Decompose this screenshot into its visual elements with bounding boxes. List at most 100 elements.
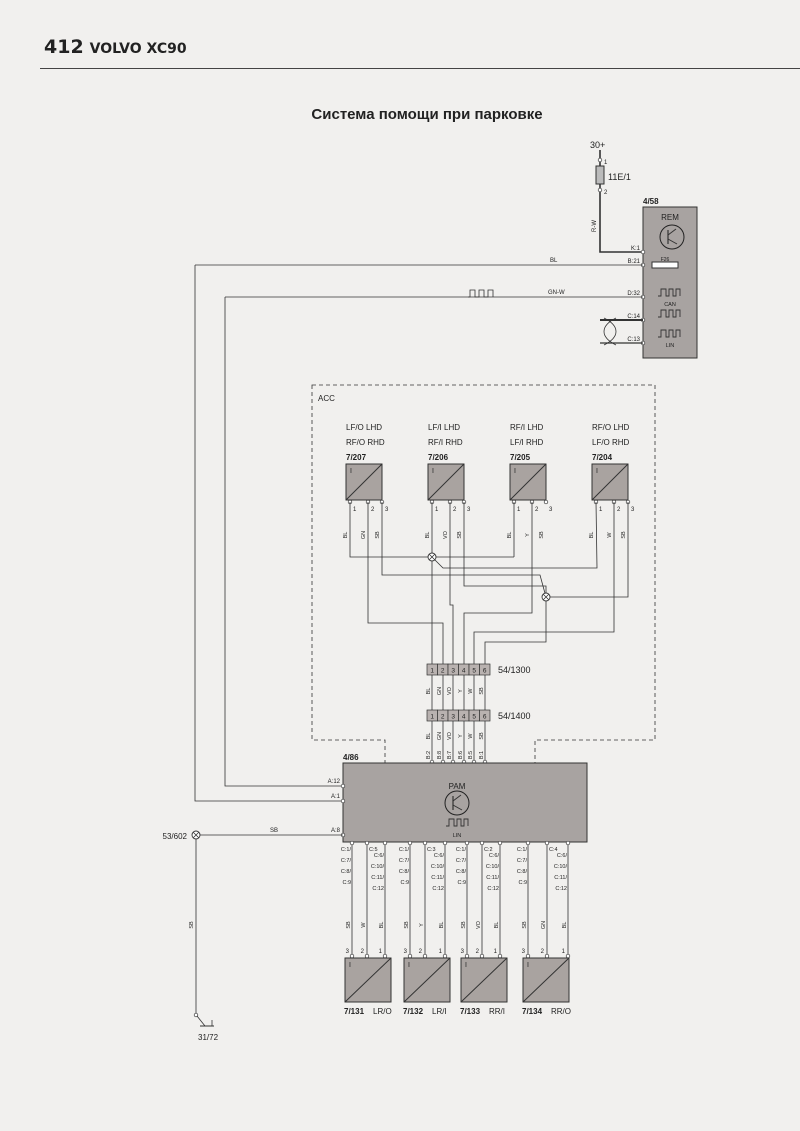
pin-terminal	[382, 953, 388, 959]
pin-label: 3	[631, 507, 635, 513]
pin-label: C:9	[457, 880, 466, 886]
diagram-title: Система помощи при парковке	[311, 106, 543, 123]
wire-color-label: R-W	[592, 220, 598, 232]
transistor-icon	[452, 794, 462, 802]
pin-terminal	[340, 798, 346, 804]
wire-color-label: BL	[550, 258, 558, 264]
pin-label: C:10/	[554, 864, 568, 870]
sensor-diagonal	[591, 463, 629, 501]
connector-id: 54/1300	[498, 665, 531, 675]
square-wave-icon	[658, 288, 681, 297]
pin-terminal	[479, 840, 485, 846]
pin-label: C:3	[427, 847, 436, 853]
pin-label: C:8/	[456, 869, 467, 875]
pin-label: C:14	[627, 314, 640, 320]
label: 1	[604, 160, 608, 166]
pin-label: A:8	[331, 828, 341, 834]
pin-label: B:2	[426, 751, 432, 759]
wire-color-label: GN	[361, 531, 367, 539]
wire-color-label: BL	[507, 532, 513, 539]
pin-label: 3	[385, 507, 389, 513]
pin-label: 1	[599, 507, 603, 513]
pin-terminal	[597, 157, 603, 163]
module-id: 4/86	[343, 753, 359, 762]
pin-terminal	[497, 953, 503, 959]
pin-label: C:1/	[456, 847, 467, 853]
splice-label: 53/602	[163, 832, 188, 841]
wire-color-label: BL	[439, 922, 445, 929]
sensor-marker: I	[432, 468, 434, 475]
bus-label: LIN	[453, 833, 462, 839]
wire-color-label: SB	[621, 531, 627, 539]
pin-label: C:11/	[431, 875, 444, 881]
sensor-diagonal	[345, 463, 383, 501]
sensor-marker: I	[350, 468, 352, 475]
pin-label: C:7/	[456, 858, 467, 864]
sensor-location: LF/I LHD	[428, 423, 460, 432]
connector-pin-number: 3	[451, 668, 455, 675]
pin-label: 3	[522, 949, 526, 955]
pin-label: C:12	[555, 886, 567, 892]
wire-color-label: Y	[458, 734, 464, 738]
wire-gn-w-pam	[224, 297, 343, 787]
pin-terminal	[407, 953, 413, 959]
fuse-icon	[595, 165, 605, 185]
pin-label: 1	[439, 949, 443, 955]
pin-label: C:4	[549, 847, 558, 853]
connector-pin-number: 2	[441, 668, 445, 675]
pin-terminal	[422, 840, 428, 846]
pin-label: C:12	[372, 886, 384, 892]
wire-color-label: SB	[522, 921, 528, 929]
wire-color-label: W	[468, 733, 474, 739]
pin-label: 1	[353, 507, 357, 513]
pin-label: C:10/	[371, 864, 385, 870]
wire-color-label: GN	[437, 732, 443, 740]
connector-pin-number: 4	[462, 714, 466, 721]
pin-terminal	[525, 840, 531, 846]
pin-label: 3	[549, 507, 553, 513]
pin-terminal	[497, 840, 503, 846]
transistor-icon	[659, 224, 685, 250]
splice-icon	[428, 553, 436, 561]
wire	[431, 501, 598, 569]
sensor-marker: I	[349, 962, 351, 969]
sensor-diagonal	[509, 463, 547, 501]
transistor-icon	[452, 804, 463, 811]
transistor-icon	[667, 238, 678, 245]
supply-label: 30+	[590, 140, 605, 150]
sensor-location: RF/O LHD	[592, 423, 630, 432]
pin-label: B:8	[437, 751, 443, 759]
pin-label: 2	[617, 507, 621, 513]
pin-label: C:6/	[374, 853, 385, 859]
pin-terminal	[193, 1012, 199, 1018]
pin-label: C:8/	[517, 869, 528, 875]
pin-terminal	[544, 840, 550, 846]
pin-terminal	[544, 953, 550, 959]
pin-terminal	[407, 840, 413, 846]
connector-pin-number: 5	[472, 714, 476, 721]
pin-label: B:7	[447, 751, 453, 759]
sensor-diagonal	[344, 957, 392, 1003]
sensor-location: RF/O RHD	[346, 438, 385, 447]
pin-label: C:8/	[341, 869, 352, 875]
pin-terminal	[382, 840, 388, 846]
module-name: PAM	[449, 782, 466, 791]
rem-module	[642, 206, 698, 359]
pin-label: C:9	[518, 880, 527, 886]
sensor-location: RF/I RHD	[428, 438, 463, 447]
pin-label: B:6	[458, 751, 464, 759]
pam-module	[342, 762, 588, 843]
pin-terminal	[422, 953, 428, 959]
pin-terminal	[565, 840, 571, 846]
splice-icon	[192, 831, 200, 839]
connector-pin-number: 5	[472, 668, 476, 675]
pin-label: 3	[404, 949, 408, 955]
pin-label: 1	[379, 949, 383, 955]
sensor-id: 7/206	[428, 453, 449, 462]
pin-label: 2	[361, 949, 365, 955]
pin-label: 3	[346, 949, 350, 955]
wire-color-label: W	[361, 922, 367, 928]
wire-vo	[449, 502, 454, 664]
pin-label: 2	[453, 507, 457, 513]
